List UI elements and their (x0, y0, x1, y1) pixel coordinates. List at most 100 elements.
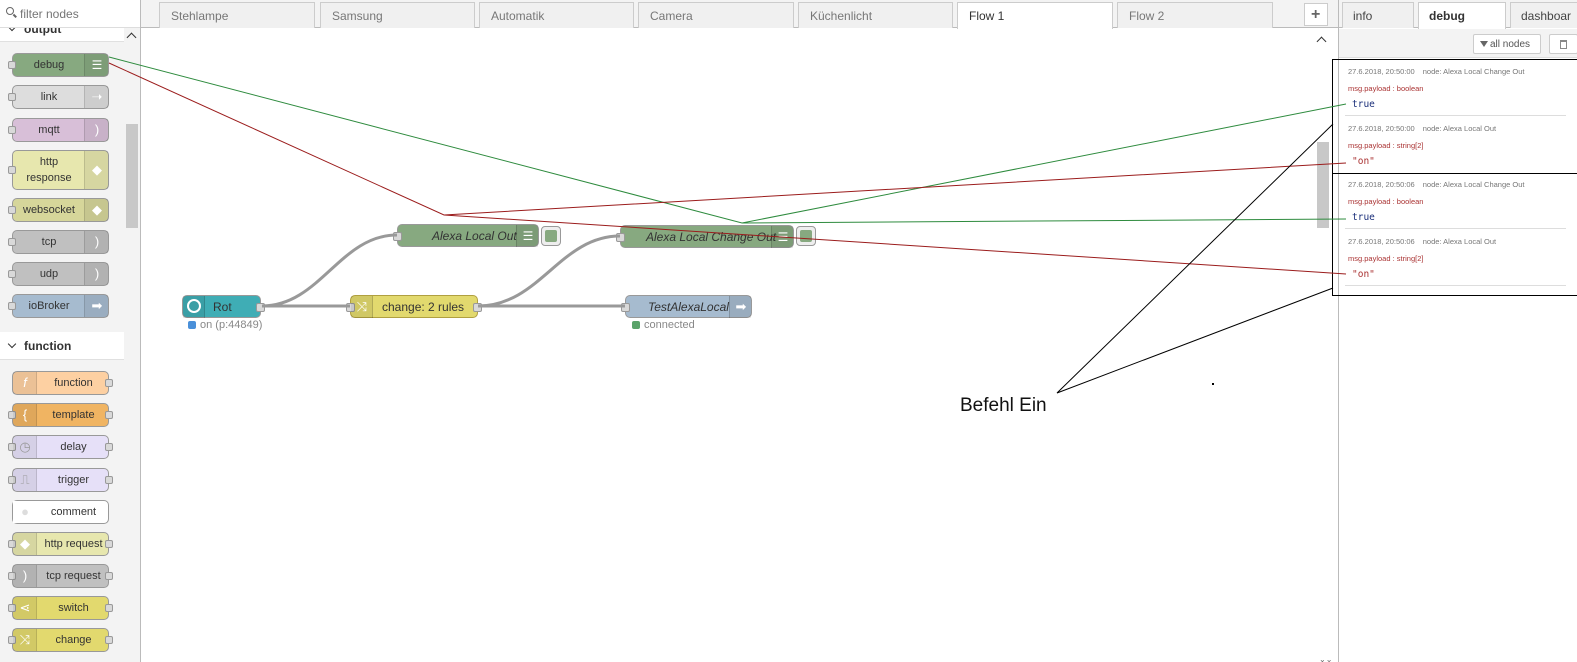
tab-automatik[interactable]: Automatik (479, 2, 634, 28)
palette-node-iobroker[interactable]: ioBroker ➡ (8, 294, 109, 318)
filter-all-nodes-button[interactable]: all nodes (1473, 34, 1541, 54)
debug-node-alexa-local-out[interactable]: Alexa Local Out ☰ (393, 224, 539, 247)
tab-label: dashboar (1521, 9, 1572, 23)
palette-node-tcp[interactable]: tcp ) (8, 230, 109, 254)
scrollbar-thumb[interactable] (1317, 142, 1329, 228)
debug-message[interactable]: 27.6.2018, 20:50:00 node: Alexa Local Cha… (1345, 59, 1566, 116)
message-topic: msg.payload : string[2] (1348, 141, 1424, 150)
message-time: 27.6.2018, 20:50:06 (1348, 237, 1415, 246)
tab-label: Automatik (491, 9, 545, 23)
palette-node-label: udp (39, 268, 59, 280)
palette-node-switch[interactable]: ⋖ switch (8, 596, 113, 620)
chevron-up-icon[interactable] (1316, 36, 1327, 47)
node-test-alexa-local[interactable]: TestAlexaLocal ➡ (621, 295, 752, 318)
palette-node-label: delay (60, 441, 87, 453)
palette-node-tcp-request[interactable]: ) tcp request (8, 564, 113, 588)
message-node[interactable]: node: Alexa Local Out (1422, 124, 1497, 133)
tab-label: debug (1429, 9, 1465, 23)
node-label: Alexa Local Out (432, 229, 517, 243)
palette-node-template[interactable]: { template (8, 403, 113, 427)
filter-label: all nodes (1490, 39, 1531, 50)
tab-kuechenlicht[interactable]: Küchenlicht (798, 2, 953, 28)
message-time: 27.6.2018, 20:50:00 (1348, 67, 1415, 76)
category-output[interactable]: output (0, 28, 124, 42)
input-port (8, 411, 16, 419)
palette-node-label: ioBroker (28, 300, 70, 312)
input-port (8, 126, 16, 134)
message-node[interactable]: node: Alexa Local Change Out (1422, 67, 1525, 76)
palette-node-mqtt[interactable]: mqtt ) (8, 118, 109, 142)
message-meta: 27.6.2018, 20:50:00 node: Alexa Local Cha… (1348, 67, 1524, 76)
tab-flow-2[interactable]: Flow 2 (1117, 2, 1273, 28)
palette-node-http-request[interactable]: ◆ http request (8, 532, 113, 556)
tab-flow-1[interactable]: Flow 1 (957, 2, 1113, 29)
palette-node-udp[interactable]: udp ) (8, 262, 109, 286)
node-label: Alexa Local Change Out (646, 230, 777, 244)
node-change[interactable]: ⤨ change: 2 rules (346, 295, 482, 318)
output-port (105, 379, 113, 387)
status-text: connected (644, 319, 695, 331)
debug-toggle-button[interactable] (541, 226, 561, 246)
tab-camera[interactable]: Camera (638, 2, 794, 28)
tab-samsung[interactable]: Samsung (320, 2, 475, 28)
node-rot[interactable]: Rot (182, 295, 265, 318)
add-flow-button[interactable]: + (1304, 3, 1328, 26)
input-port (616, 233, 625, 242)
scrollbar-thumb[interactable] (126, 124, 138, 228)
workspace-scrollbar[interactable]: ⌄⌄ (1314, 29, 1333, 662)
shuffle-icon: ⤨ (13, 629, 37, 651)
timer-icon: ◷ (13, 436, 37, 458)
bridge-icon: ) (13, 565, 37, 587)
palette-node-label: change (55, 634, 92, 646)
category-function-label: function (24, 339, 72, 353)
annotation-dot (1212, 383, 1214, 385)
palette-node-label: http request (44, 538, 103, 550)
toggle-indicator (545, 230, 557, 242)
palette-node-debug[interactable]: debug ☰ (8, 53, 109, 77)
output-port (105, 572, 113, 580)
message-topic: msg.payload : boolean (1348, 84, 1424, 93)
node-palette: output debug ☰ link ➝ mqtt ) http respon… (0, 0, 141, 662)
palette-node-function[interactable]: f function (12, 371, 113, 395)
message-value: "on" (1352, 156, 1375, 167)
search-icon (6, 7, 14, 15)
message-node[interactable]: node: Alexa Local Out (1422, 237, 1497, 246)
scroll-down-icon[interactable]: ⌄⌄ (1319, 655, 1333, 662)
palette-node-label: link (40, 91, 58, 103)
flow-workspace[interactable]: Alexa Local Out ☰ Alexa Local Change Out… (141, 29, 1338, 662)
sidebar-tabs: info debug dashboar (1339, 0, 1577, 29)
palette-node-comment[interactable]: ● comment (12, 500, 109, 524)
tab-dashboard[interactable]: dashboar (1510, 2, 1577, 28)
tab-stehlampe[interactable]: Stehlampe (159, 2, 315, 28)
debug-message[interactable]: 27.6.2018, 20:50:06 node: Alexa Local Out… (1345, 229, 1566, 286)
palette-node-delay[interactable]: ◷ delay (8, 435, 113, 459)
trigger-icon: ⎍ (13, 469, 37, 491)
filter-nodes-input[interactable] (18, 5, 128, 23)
plus-icon: + (1311, 6, 1321, 23)
message-node[interactable]: node: Alexa Local Change Out (1422, 180, 1525, 189)
palette-node-http-response[interactable]: http response ◆ (8, 150, 109, 190)
palette-node-link[interactable]: link ➝ (8, 85, 109, 109)
palette-node-change[interactable]: ⤨ change (8, 628, 113, 652)
palette-scrollbar[interactable] (124, 28, 140, 662)
clear-debug-button[interactable] (1549, 34, 1577, 54)
debug-node-alexa-local-change-out[interactable]: Alexa Local Change Out ☰ (616, 225, 794, 248)
template-icon: { (13, 404, 37, 426)
chevron-down-icon (7, 339, 17, 349)
palette-node-label: template (52, 409, 95, 421)
toggle-indicator (800, 230, 812, 242)
input-port (621, 303, 630, 312)
palette-node-trigger[interactable]: ⎍ trigger (8, 468, 113, 492)
tab-info[interactable]: info (1342, 2, 1414, 28)
palette-node-websocket[interactable]: websocket ◆ (8, 198, 109, 222)
palette-node-label: tcp (41, 236, 57, 248)
output-port (105, 604, 113, 612)
chevron-up-icon[interactable] (126, 32, 137, 43)
status-rot: on (p:44849) (188, 319, 262, 331)
debug-toggle-button[interactable] (796, 226, 816, 246)
category-function[interactable]: function (0, 332, 124, 360)
tab-debug[interactable]: debug (1418, 2, 1506, 29)
